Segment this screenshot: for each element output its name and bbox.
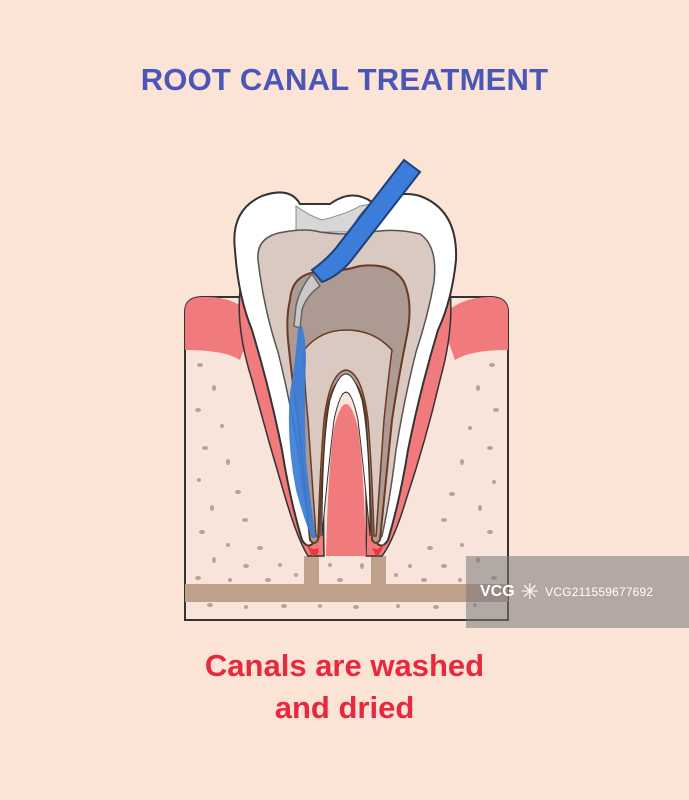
caption-line-2: and dried — [274, 690, 415, 725]
caption: Canals are washed and dried — [0, 645, 689, 729]
apex-right — [372, 540, 386, 556]
caption-line-1: Canals are washed — [204, 648, 485, 683]
tooth — [233, 191, 458, 557]
nerve-vessel-band — [185, 584, 508, 602]
irrigation-fluid — [288, 326, 316, 538]
page-title: ROOT CANAL TREATMENT — [140, 62, 549, 97]
irrigation-instrument — [293, 158, 422, 330]
root-vessel-right — [371, 556, 386, 586]
root-vessel-left — [304, 556, 319, 586]
watermark: VCG ✳ VCG211559677692 — [466, 556, 689, 628]
watermark-pinwheel-icon: ✳ — [520, 579, 540, 604]
gums — [185, 296, 508, 360]
watermark-logo: VCG — [480, 583, 515, 600]
watermark-id: VCG211559677692 — [545, 585, 654, 599]
apex-left — [304, 540, 319, 556]
